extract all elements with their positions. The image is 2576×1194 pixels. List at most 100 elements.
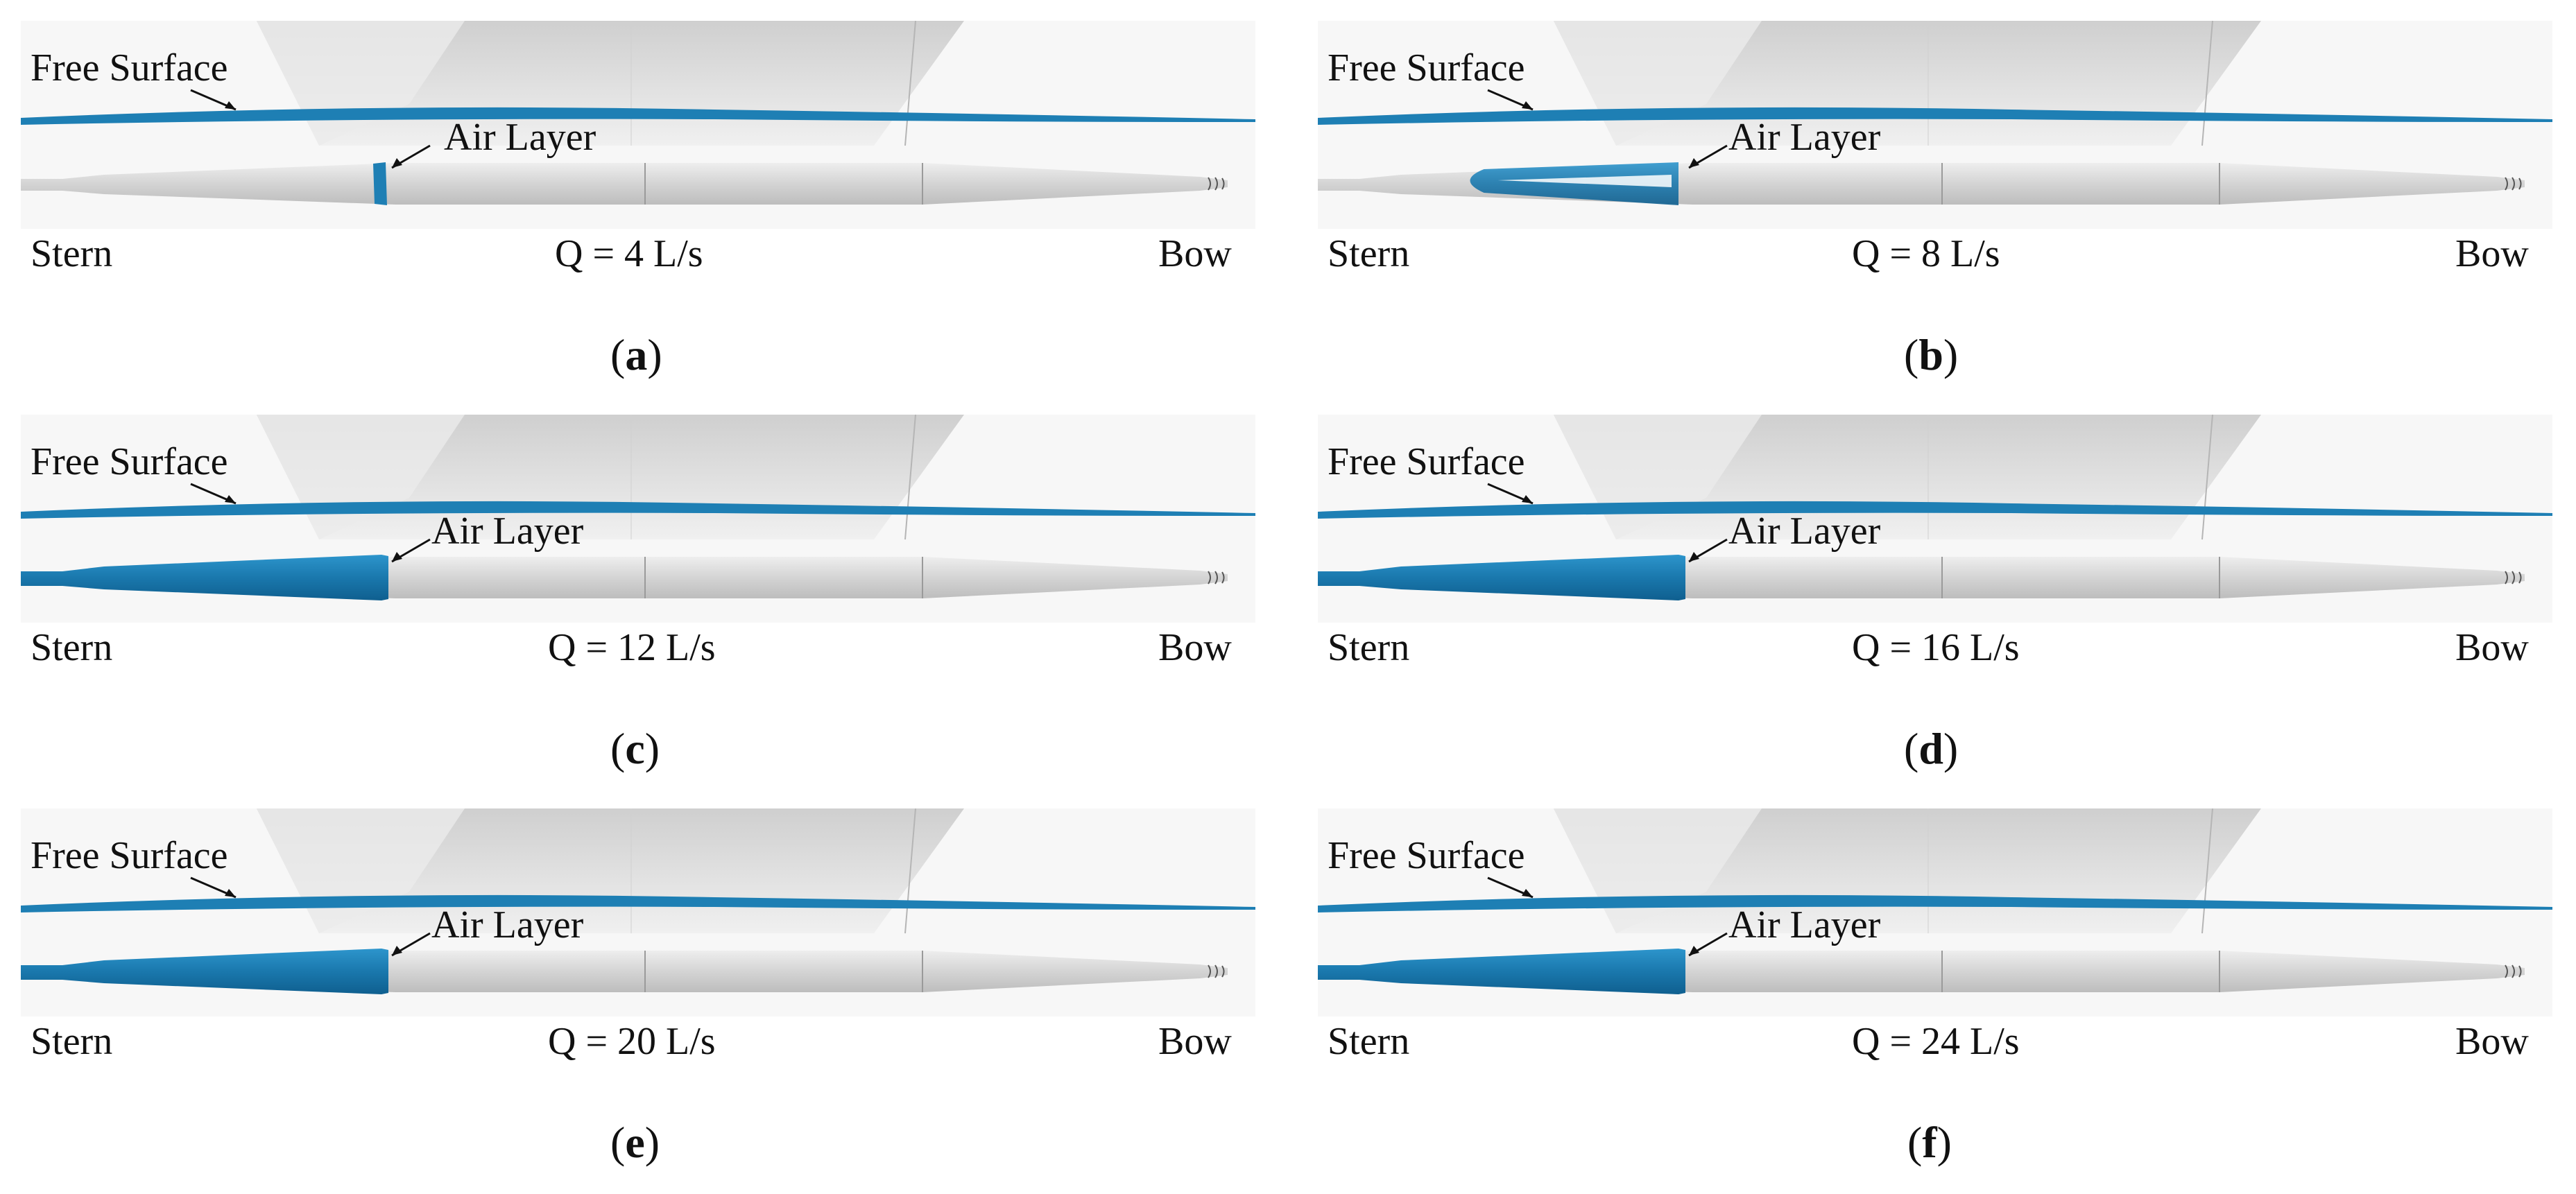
caption-close: ): [644, 724, 660, 773]
air-layer-label: Air Layer: [431, 510, 584, 553]
stern-label: Stern: [31, 232, 113, 275]
panel-caption: (f): [1907, 1121, 1952, 1165]
caption-close: ): [647, 330, 662, 379]
free-surface: [21, 501, 1255, 519]
free-surface-label: Free Surface: [31, 440, 228, 483]
free-surface-arrowhead: [1522, 495, 1533, 503]
flow-rate-label: Q = 24 L/s: [1852, 1020, 2020, 1063]
panel-caption: (e): [610, 1121, 660, 1165]
bow-label: Bow: [1158, 626, 1232, 669]
free-surface-label: Free Surface: [1328, 834, 1525, 877]
superstructure-edge: [904, 415, 916, 540]
simulation-scene: [1318, 415, 2552, 623]
bow-sensor: [1208, 571, 1225, 585]
bow-label: Bow: [1158, 232, 1232, 275]
air-layer: [1470, 162, 1678, 205]
bow-label: Bow: [2455, 626, 2529, 669]
flow-rate-label: Q = 20 L/s: [548, 1020, 716, 1063]
air-layer-label: Air Layer: [444, 116, 596, 159]
air-layer-label: Air Layer: [1728, 903, 1881, 946]
bow-sensor: [1208, 964, 1225, 978]
air-layer-gap: [1497, 175, 1672, 187]
panel-f: Free Surface Air Layer Stern Q = 24 L/s …: [1318, 808, 2552, 1183]
air-layer: [21, 949, 388, 994]
bow-sensor: [2505, 964, 2522, 978]
caption-letter: a: [625, 330, 648, 379]
stern-label: Stern: [1328, 1020, 1410, 1063]
caption-close: ): [1937, 1118, 1952, 1167]
stern-label: Stern: [1328, 232, 1410, 275]
hull: [21, 163, 1228, 205]
caption-close: ): [1943, 330, 1959, 379]
superstructure-edge: [904, 21, 916, 146]
panel-caption: (d): [1904, 727, 1958, 771]
panel-a: Free Surface Air Layer Stern Q = 4 L/s B…: [21, 21, 1255, 395]
free-surface: [1318, 107, 2552, 125]
stern-label: Stern: [31, 1020, 113, 1063]
stern-label: Stern: [1328, 626, 1410, 669]
air-layer-label: Air Layer: [1728, 510, 1881, 553]
caption-letter: e: [625, 1118, 645, 1167]
panel-e: Free Surface Air Layer Stern Q = 20 L/s …: [21, 808, 1255, 1183]
flow-rate-label: Q = 16 L/s: [1852, 626, 2020, 669]
panel-caption: (b): [1904, 333, 1958, 377]
air-layer: [1318, 555, 1685, 600]
panel-d: Free Surface Air Layer Stern Q = 16 L/s …: [1318, 415, 2552, 789]
free-surface-arrowhead: [1522, 889, 1533, 897]
superstructure-edge: [2201, 21, 2213, 146]
air-layer-arrowhead: [1689, 552, 1699, 562]
superstructure-edge: [904, 808, 916, 934]
free-surface-label: Free Surface: [1328, 440, 1525, 483]
caption-close: ): [1943, 724, 1959, 773]
panel-caption: (a): [610, 333, 662, 377]
caption-open: (: [1907, 1118, 1923, 1167]
air-layer-arrowhead: [392, 158, 402, 168]
air-layer-arrowhead: [1689, 946, 1699, 955]
bow-label: Bow: [1158, 1020, 1232, 1063]
flow-rate-label: Q = 8 L/s: [1852, 232, 2000, 275]
flow-rate-label: Q = 12 L/s: [548, 626, 716, 669]
caption-letter: f: [1922, 1118, 1937, 1167]
free-surface: [1318, 894, 2552, 912]
caption-open: (: [610, 1118, 626, 1167]
free-surface-label: Free Surface: [31, 834, 228, 877]
air-layer-arrowhead: [392, 552, 402, 562]
air-layer: [373, 162, 387, 205]
simulation-scene: [1318, 21, 2552, 229]
stern-label: Stern: [31, 626, 113, 669]
bow-sensor: [2505, 571, 2522, 585]
caption-open: (: [610, 330, 626, 379]
caption-close: ): [644, 1118, 660, 1167]
caption-letter: c: [625, 724, 645, 773]
free-surface-arrowhead: [1522, 101, 1533, 110]
free-surface-label: Free Surface: [31, 46, 228, 89]
caption-open: (: [610, 724, 626, 773]
air-layer: [1318, 949, 1685, 994]
panel-c: Free Surface Air Layer Stern Q = 12 L/s …: [21, 415, 1255, 789]
superstructure-edge: [2201, 415, 2213, 540]
panel-b: Free Surface Air Layer Stern Q = 8 L/s B…: [1318, 21, 2552, 395]
free-surface: [21, 107, 1255, 125]
air-layer-arrowhead: [1689, 158, 1699, 168]
bow-label: Bow: [2455, 1020, 2529, 1063]
caption-letter: d: [1918, 724, 1943, 773]
free-surface-arrowhead: [225, 101, 236, 110]
flow-rate-label: Q = 4 L/s: [555, 232, 703, 275]
free-surface: [21, 894, 1255, 912]
free-surface-arrowhead: [225, 495, 236, 503]
free-surface-arrowhead: [225, 889, 236, 897]
air-layer-label: Air Layer: [431, 903, 584, 946]
panel-caption: (c): [610, 727, 660, 771]
air-layer-label: Air Layer: [1728, 116, 1881, 159]
simulation-scene: [21, 415, 1255, 623]
simulation-scene: [21, 21, 1255, 229]
free-surface: [1318, 501, 2552, 519]
caption-open: (: [1904, 330, 1919, 379]
air-layer-arrowhead: [392, 946, 402, 955]
simulation-scene: [1318, 808, 2552, 1016]
bow-sensor: [1208, 177, 1225, 191]
caption-open: (: [1904, 724, 1919, 773]
air-layer: [21, 555, 388, 600]
simulation-scene: [21, 808, 1255, 1016]
caption-letter: b: [1918, 330, 1943, 379]
